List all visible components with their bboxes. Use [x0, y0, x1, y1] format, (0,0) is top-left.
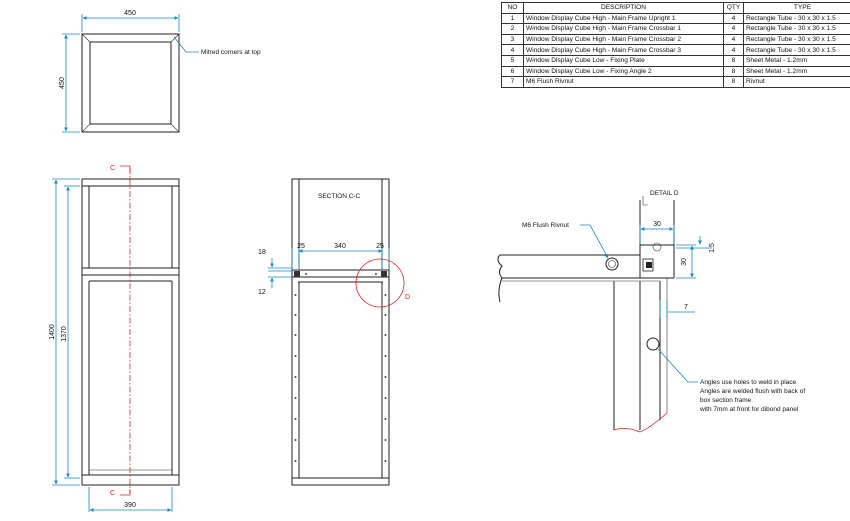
detail-view-note-1: Angles use holes to weld in place: [700, 379, 797, 386]
bom-cell-qty: 8: [723, 65, 744, 78]
bom-cell-no: 4: [501, 44, 524, 56]
bom-cell-type: Sheet Metal - 1.2mm: [743, 54, 850, 67]
bom-cell-qty: 4: [723, 33, 744, 46]
bom-cell-description: Window Display Cube High - Main Frame Cr…: [523, 33, 724, 46]
bom-cell-qty: 4: [723, 44, 744, 56]
front-view-overall-height-dim: 1400: [49, 324, 56, 340]
detail-view-note-2: Angles are welded flush with back of: [700, 388, 805, 395]
section-view-left-dim: 25: [297, 243, 305, 250]
detail-view-note-4: with 7mm at front for dibond panel: [699, 406, 799, 413]
bom-cell-type: Sheet Metal - 1.2mm: [743, 65, 850, 78]
bom-cell-qty: 4: [723, 23, 744, 35]
detail-view-weld-hole: [646, 337, 660, 351]
bom-row: 6 Window Display Cube Low - Fixing Angle…: [501, 65, 850, 78]
section-view-fixing-plate-left: [294, 271, 300, 277]
bom-cell-description: Window Display Cube Low - Fixing Plate: [523, 54, 724, 67]
bom-header-type: TYPE: [743, 2, 850, 14]
front-view-base-width-dim: 390: [124, 502, 136, 509]
detail-view-small-dim: 1.5: [709, 243, 716, 253]
bom-header-qty: QTY: [723, 2, 744, 14]
top-view-width-dim: 450: [124, 10, 136, 17]
detail-view-note-3: box section frame: [700, 397, 752, 404]
top-view-outer-frame: [81, 33, 180, 133]
bom-row: 3 Window Display Cube High - Main Frame …: [501, 33, 850, 46]
detail-view-rivnut: [605, 257, 619, 271]
bom-cell-description: Window Display Cube High - Main Frame Cr…: [523, 44, 724, 56]
detail-view-break-line-left: [497, 254, 503, 303]
front-view: C C 1400 1370 390: [49, 165, 180, 512]
section-view-lower-dim: 12: [258, 289, 266, 296]
bom-cell-type: Rivnut: [743, 76, 850, 88]
detail-view-notes-leader: [657, 348, 698, 383]
detail-view-offset-dim: 7: [684, 304, 688, 311]
section-view-detail-marker: D: [405, 294, 410, 301]
bom-cell-type: Rectangle Tube - 30 x 30 x 1.5: [743, 23, 850, 35]
section-view: SECTION C-C 25 340 25: [258, 178, 410, 486]
bom-cell-description: Window Display Cube High - Main Frame Cr…: [523, 23, 724, 35]
section-view-right-dim: 25: [376, 243, 384, 250]
section-view-detail-circle: [355, 258, 405, 308]
bom-row: 4 Window Display Cube High - Main Frame …: [501, 44, 850, 56]
detail-view-rivnut-leader: [580, 224, 609, 259]
front-view-outer-frame: [81, 178, 180, 486]
bom-cell-no: 5: [501, 54, 524, 67]
bom-header-description: DESCRIPTION: [523, 2, 724, 14]
detail-view-height-dim: 30: [681, 258, 688, 266]
front-view-section-marker-bottom: C: [110, 490, 115, 497]
bom-cell-no: 1: [501, 12, 524, 25]
section-view-upper-dim: 18: [258, 249, 266, 256]
section-view-outer-frame: [291, 178, 390, 486]
bom-row: 1 Window Display Cube High - Main Frame …: [501, 12, 850, 25]
detail-view-width-dim: 30: [653, 221, 661, 228]
bom-table: NO DESCRIPTION QTY TYPE 1 Window Display…: [501, 2, 850, 88]
bom-cell-description: M6 Flush Rivnut: [523, 76, 724, 88]
bom-header-no: NO: [501, 2, 524, 14]
bom-cell-description: Window Display Cube High - Main Frame Up…: [523, 12, 724, 25]
bom-row: 2 Window Display Cube High - Main Frame …: [501, 23, 850, 35]
bom-cell-qty: 8: [723, 76, 744, 88]
section-view-fixing-plate-right: [381, 271, 387, 277]
bom-cell-type: Rectangle Tube - 30 x 30 x 1.5: [743, 44, 850, 56]
bom-row: 7 M6 Flush Rivnut 8 Rivnut: [501, 76, 850, 88]
top-view-note-leader: [173, 36, 199, 53]
detail-view-rivnut-label: M6 Flush Rivnut: [522, 222, 569, 229]
top-view-inner-frame: [89, 41, 172, 125]
detail-view: DETAIL D 30 30 1.5: [497, 190, 805, 433]
bom-cell-qty: 4: [723, 12, 744, 25]
bom-cell-qty: 8: [723, 54, 744, 67]
front-view-inner-height-dim: 1370: [61, 326, 68, 342]
bom-cell-no: 2: [501, 23, 524, 35]
bom-cell-description: Window Display Cube Low - Fixing Angle 2: [523, 65, 724, 78]
top-view-height-dim: 450: [59, 77, 66, 89]
detail-view-break-line-bottom: [613, 412, 668, 433]
bom-cell-no: 3: [501, 33, 524, 46]
bom-header-row: NO DESCRIPTION QTY TYPE: [501, 2, 850, 14]
front-view-section-marker-top: C: [110, 165, 115, 172]
bom-cell-no: 6: [501, 65, 524, 78]
top-view: 450 450 Mitred corners at top: [59, 10, 261, 133]
bom-cell-no: 7: [501, 76, 524, 88]
bom-cell-type: Rectangle Tube - 30 x 30 x 1.5: [743, 33, 850, 46]
section-view-middle-dim: 340: [334, 243, 346, 250]
bom-cell-type: Rectangle Tube - 30 x 30 x 1.5: [743, 12, 850, 25]
bom-row: 5 Window Display Cube Low - Fixing Plate…: [501, 54, 850, 67]
top-view-note: Mitred corners at top: [201, 49, 261, 56]
detail-view-title: DETAIL D: [650, 190, 679, 197]
section-view-title: SECTION C-C: [318, 193, 361, 200]
section-view-rivets: [294, 273, 387, 462]
